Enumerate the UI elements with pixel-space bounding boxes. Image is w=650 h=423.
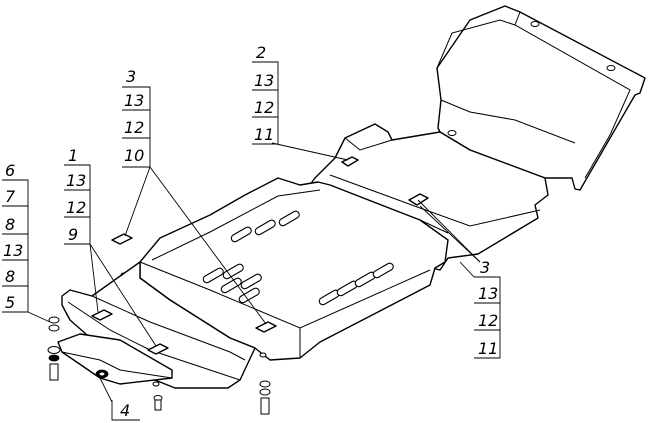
vent-slot-row (202, 263, 262, 304)
main-plate (111, 177, 449, 361)
washer (47, 346, 61, 354)
callout-number: 12 (254, 98, 274, 117)
callout-number: 13 (66, 171, 86, 190)
callout-number: 12 (124, 118, 144, 137)
guard-hole (606, 65, 616, 71)
callout-number: 7 (5, 187, 16, 206)
bracket-washer (98, 371, 106, 377)
callout-number: 13 (3, 241, 23, 260)
callout-bracket-left-stack (2, 179, 51, 323)
vent-slot (278, 210, 300, 227)
vent-slot (230, 226, 252, 243)
vent-slot (220, 277, 242, 294)
vent-slot (240, 273, 262, 290)
callout-number: 13 (254, 71, 274, 90)
fastener-clip (341, 156, 359, 167)
callout-number: 9 (68, 225, 78, 244)
callout-number: 8 (5, 215, 15, 234)
callout-number: 12 (66, 198, 86, 217)
callout-labels-left-stack: 6 7 8 13 8 5 (3, 161, 23, 312)
callout-labels-right-top: 2 13 12 11 (254, 43, 274, 144)
washer (259, 388, 271, 396)
fastener-bolt-right (259, 380, 271, 415)
washer (259, 380, 271, 388)
bolt (154, 399, 162, 411)
callout-number: 4 (120, 401, 130, 420)
callout-number: 3 (480, 258, 490, 277)
plate-hole (259, 352, 267, 358)
fastener-clip (255, 321, 277, 333)
fastener-clip (91, 309, 113, 321)
vent-slot-row (230, 210, 300, 243)
callout-number: 13 (124, 91, 144, 110)
vent-slot (238, 287, 260, 304)
leader-lines (89, 142, 481, 403)
callout-labels-right-bottom: 3 13 12 11 (478, 258, 498, 358)
callout-number: 8 (5, 267, 15, 286)
callout-number: 10 (124, 146, 144, 165)
vent-slot (222, 263, 244, 280)
nut (48, 354, 60, 362)
bracket-plate (57, 333, 173, 385)
callout-number: 5 (5, 293, 15, 312)
vent-slot (254, 219, 276, 236)
callout-labels-center-top: 3 13 12 10 (124, 67, 144, 165)
callout-number: 1 (68, 146, 78, 165)
callout-bracket-right-bottom (459, 261, 501, 359)
guard-hole (530, 21, 540, 27)
fastener-clip (111, 233, 133, 245)
guard-hole (447, 130, 457, 136)
fastener-stack-left (47, 316, 61, 381)
callout-bracket-bottom (111, 400, 140, 421)
callout-bracket-left-mid (64, 164, 91, 245)
callout-number: 6 (5, 161, 15, 180)
callout-bracket-center-top (122, 86, 151, 168)
callout-labels-bottom: 4 (120, 401, 130, 420)
bolt (49, 363, 59, 381)
washer (48, 316, 60, 324)
rear-guard-plate (436, 5, 646, 191)
callout-number: 3 (126, 67, 136, 86)
callout-labels-left-mid: 1 13 12 9 (66, 146, 86, 244)
callout-number: 11 (254, 125, 274, 144)
fastener-bolt-bottom (153, 395, 163, 411)
bolt (260, 397, 270, 415)
callout-number: 11 (478, 339, 498, 358)
washer (48, 324, 60, 332)
vent-slot-row (318, 262, 394, 306)
vent-slot (372, 262, 394, 279)
callout-number: 2 (256, 43, 266, 62)
callout-number: 13 (478, 284, 498, 303)
callout-bracket-right-top (252, 61, 279, 145)
fastener-clip (408, 193, 429, 206)
callout-number: 12 (478, 311, 498, 330)
vent-slot (202, 267, 224, 284)
plate-hole (152, 381, 160, 387)
